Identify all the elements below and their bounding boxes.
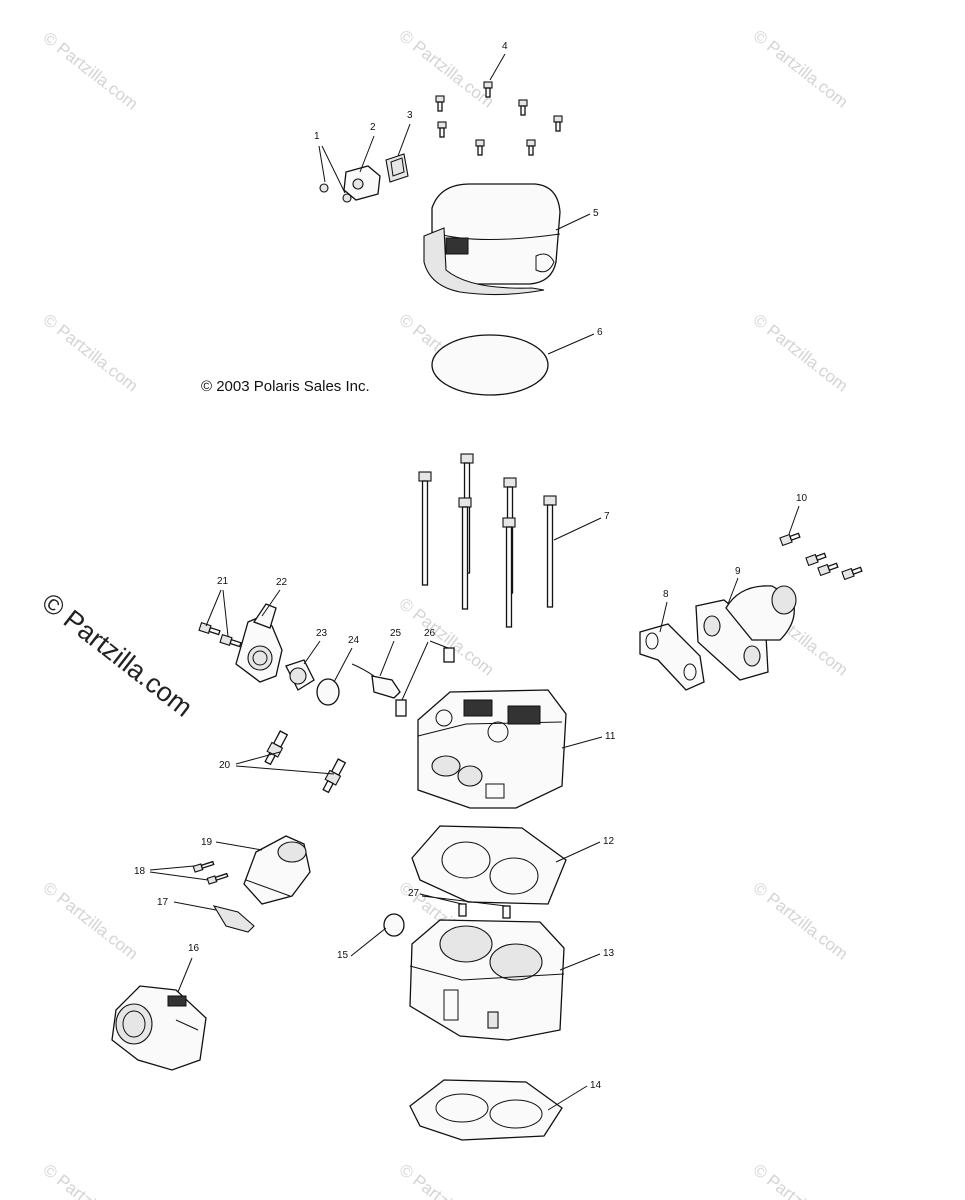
- leader-line: [303, 640, 321, 665]
- leader-line: [547, 333, 595, 355]
- throttle-body-illustration: [111, 985, 207, 1071]
- exhaust-gasket-illustration: [639, 623, 705, 691]
- screws-illustration: [192, 860, 229, 885]
- watermark: © Partzilla.com: [750, 310, 852, 396]
- leader-line: [379, 640, 395, 677]
- base-gasket-illustration: [409, 1079, 563, 1141]
- cylinder-head-cover-illustration: [423, 183, 561, 296]
- leader-lines: [149, 53, 800, 1111]
- callout-19: 19: [201, 837, 213, 848]
- leader-line: [788, 505, 800, 535]
- watermark: © Partzilla.com: [750, 878, 852, 964]
- callout-11: 11: [605, 731, 616, 742]
- sensor-bracket-illustration: [319, 153, 409, 203]
- callout-21: 21: [217, 576, 229, 587]
- callout-6: 6: [597, 327, 603, 338]
- callout-4: 4: [502, 41, 508, 52]
- callout-13: 13: [603, 948, 615, 959]
- leader-line: [149, 865, 209, 881]
- leader-line: [397, 123, 411, 157]
- watermark: © Partzilla.com: [40, 1160, 142, 1200]
- leader-line: [177, 957, 193, 993]
- dowel-pins-illustration: [458, 903, 511, 919]
- callout-10: 10: [796, 493, 808, 504]
- thermostat-illustration: [285, 659, 315, 691]
- thermostat-housing-illustration: [198, 603, 283, 683]
- watermark: © Partzilla.com: [40, 310, 142, 396]
- watermark: © Partzilla.com: [396, 1160, 498, 1200]
- leader-line: [215, 841, 263, 851]
- cylinder-illustration: [409, 919, 565, 1041]
- plug-illustration: [383, 913, 405, 937]
- callout-24: 24: [348, 635, 360, 646]
- leader-line: [561, 736, 603, 749]
- callout-25: 25: [390, 628, 402, 639]
- callout-5: 5: [593, 208, 599, 219]
- leader-line: [261, 589, 281, 617]
- callout-15: 15: [337, 950, 349, 961]
- callout-18: 18: [134, 866, 146, 877]
- callout-27: 27: [408, 888, 420, 899]
- temperature-sensor-illustration: [351, 663, 401, 699]
- callout-23: 23: [316, 628, 328, 639]
- manifold-bolts-illustration: [779, 532, 863, 581]
- leader-line: [401, 640, 449, 701]
- clamp-illustration: [212, 905, 255, 933]
- cylinder-head-illustration: [417, 689, 567, 809]
- head-gasket-illustration: [411, 825, 567, 905]
- leader-line: [559, 953, 601, 971]
- leader-line: [727, 577, 739, 605]
- watermark: © Partzilla.com: [40, 878, 142, 964]
- head-bolts-illustration: [418, 453, 557, 628]
- callout-2: 2: [370, 122, 376, 133]
- watermark: © Partzilla.com: [396, 26, 498, 112]
- callout-3: 3: [407, 110, 413, 121]
- exhaust-manifold-illustration: [695, 585, 797, 681]
- leader-line: [555, 213, 591, 231]
- watermark: © Partzilla.com: [750, 26, 852, 112]
- leader-line: [318, 145, 346, 194]
- leader-line: [419, 893, 507, 907]
- callout-16: 16: [188, 943, 200, 954]
- leader-line: [659, 601, 668, 633]
- copyright-text: © 2003 Polaris Sales Inc.: [201, 378, 370, 395]
- watermark: © Partzilla.com: [40, 28, 142, 114]
- callout-1: 1: [314, 131, 320, 142]
- callout-12: 12: [603, 836, 615, 847]
- leader-line: [359, 135, 375, 173]
- callout-17: 17: [157, 897, 169, 908]
- callouts: 1 2 3 4 5 6 7 8 9 10 11 12 13 14 15 16 1…: [134, 41, 808, 1091]
- callout-22: 22: [276, 577, 288, 588]
- leader-line: [205, 589, 229, 637]
- leader-line: [333, 647, 353, 683]
- leader-line: [553, 517, 602, 541]
- callout-26: 26: [424, 628, 436, 639]
- leader-line: [489, 53, 506, 81]
- callout-9: 9: [735, 566, 741, 577]
- watermark: © Partzilla.com: [396, 594, 498, 680]
- callout-8: 8: [663, 589, 669, 600]
- o-ring-illustration: [431, 334, 549, 396]
- callout-20: 20: [219, 760, 231, 771]
- leader-line: [555, 841, 601, 863]
- leader-line: [547, 1085, 588, 1111]
- part-drawings: [111, 81, 863, 1141]
- intake-boot-illustration: [243, 835, 311, 905]
- bolt-group-illustration: [435, 81, 563, 156]
- leader-line: [350, 927, 387, 957]
- leader-line: [235, 751, 335, 775]
- seal-illustration: [316, 678, 340, 706]
- watermark: © Partzilla.com: [750, 1160, 852, 1200]
- callout-14: 14: [590, 1080, 602, 1091]
- spark-plugs-illustration: [264, 730, 347, 794]
- leader-line: [173, 901, 217, 911]
- watermark-large: © Partzilla.com: [36, 587, 198, 723]
- fitting-illustration: [395, 647, 455, 717]
- callout-7: 7: [604, 511, 610, 522]
